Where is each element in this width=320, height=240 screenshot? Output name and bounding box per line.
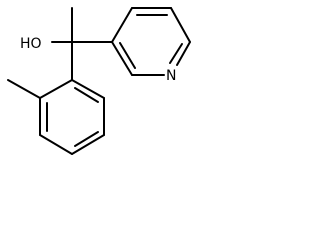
pyridine-bond-6 xyxy=(111,41,133,76)
benzene-ring xyxy=(7,79,105,155)
nitrogen-label: N xyxy=(166,68,176,84)
pyridine-double-3 xyxy=(119,42,136,69)
bond-benzene-methyl xyxy=(7,79,41,99)
benzene-bond-6 xyxy=(71,79,105,99)
pyridine-ring: N xyxy=(111,7,191,84)
pyridine-bond-1 xyxy=(111,7,133,43)
hydroxyl-label: HO xyxy=(20,36,42,52)
pyridine-double-2 xyxy=(169,43,183,64)
benzene-bond-4 xyxy=(71,134,105,155)
benzene-bond-1 xyxy=(39,79,73,99)
benzene-bond-3 xyxy=(39,134,73,155)
pyridine-bond-3 xyxy=(170,7,191,43)
pyridine-bond-4 xyxy=(176,41,191,66)
benzene-double-3 xyxy=(74,87,99,103)
chemical-structure: HO N xyxy=(7,7,191,155)
benzene-double-2 xyxy=(74,131,99,147)
